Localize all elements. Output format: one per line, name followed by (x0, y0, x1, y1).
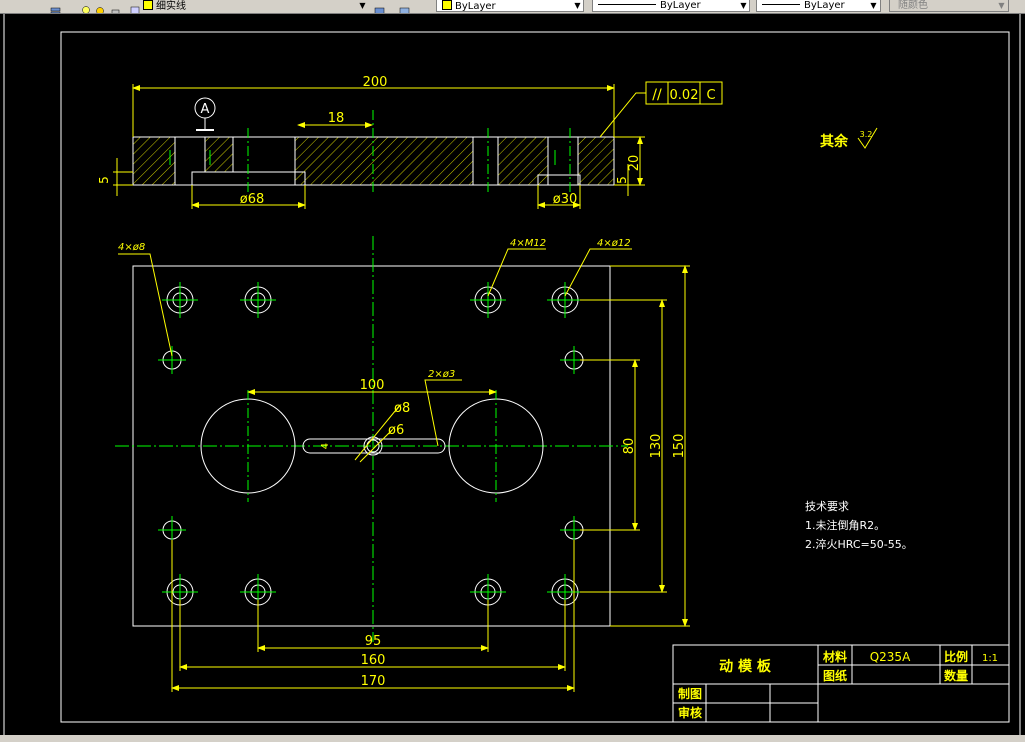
sun-icon[interactable] (95, 1, 106, 13)
bulb-icon[interactable] (81, 1, 92, 13)
dim-150: 150 (672, 434, 687, 459)
center-dimensions: 100 ø8 ø6 4 (247, 378, 497, 463)
linetype-dropdown-arrow[interactable]: ▼ (740, 1, 747, 10)
layer-name: 细实线 (156, 1, 186, 12)
callout-4xphi8: 4×ø8 (118, 242, 145, 253)
dim-170: 170 (361, 674, 386, 689)
layer-color-icon[interactable] (130, 1, 141, 13)
tech-notes-title: 技术要求 (805, 500, 849, 513)
linetype-control[interactable] (592, 0, 750, 12)
right-dimensions: 80 130 150 (580, 265, 690, 627)
section-hatch-3 (295, 137, 473, 185)
properties-toolbar: 细实线 ▼ ByLayer ▼ ByLayer ▼ ByLayer ▼ 随颜色 … (0, 0, 1025, 14)
linetype-value: ByLayer (660, 0, 701, 11)
tech-notes-line1: 1.未注倒角R2。 (805, 518, 885, 532)
layer-dropdown[interactable]: 细实线 (143, 0, 368, 13)
layer-properties-icon[interactable] (50, 1, 61, 13)
section-view (132, 110, 615, 195)
title-scale-value: 1:1 (982, 653, 998, 664)
dim-5-left: 5 (97, 176, 111, 184)
plotstyle-dropdown: 随颜色 (898, 0, 928, 13)
lineweight-dropdown[interactable]: ByLayer (762, 0, 845, 13)
layer-lock-icon[interactable] (110, 1, 121, 13)
technical-requirements: 技术要求 1.未注倒角R2。 2.淬火HRC=50-55。 (805, 500, 913, 551)
top-dimensions: 200 18 ø68 ø30 20 5 5 (97, 75, 645, 209)
dim-130: 130 (649, 434, 664, 459)
tech-notes-line2: 2.淬火HRC=50-55。 (805, 537, 913, 551)
plotstyle-control (889, 0, 1009, 12)
sprue-circle-outer (363, 436, 383, 456)
geometric-tolerance-frame: // 0.02 C (599, 81, 723, 138)
drawing-canvas[interactable]: 200 18 ø68 ø30 20 5 5 A // 0.02 C (0, 14, 1025, 735)
status-bar (0, 735, 1025, 742)
plotstyle-dropdown-arrow: ▼ (998, 1, 1005, 10)
dim-80: 80 (622, 438, 637, 455)
roughness-value: 3.2 (860, 130, 873, 139)
title-drawn-label: 制图 (678, 686, 702, 701)
runner-slot (302, 438, 446, 454)
title-checked-label: 审核 (678, 705, 702, 720)
title-material-value: Q235A (870, 650, 911, 664)
dim-95: 95 (365, 634, 382, 649)
dim-phi6: ø6 (388, 423, 404, 438)
title-material-label: 材料 (822, 649, 847, 664)
title-drawing-label: 图纸 (823, 668, 847, 683)
tolerance-symbol: // (652, 87, 662, 103)
plotstyle-value: 随颜色 (898, 0, 928, 11)
lineweight-control[interactable] (756, 0, 881, 12)
layer-previous-icon[interactable] (399, 1, 410, 13)
dim-160: 160 (361, 653, 386, 668)
callout-4xphi12: 4×ø12 (597, 238, 631, 249)
surface-roughness-note: 其余 3.2 (820, 127, 878, 150)
dim-phi68: ø68 (240, 192, 265, 207)
section-hatch-2 (205, 137, 233, 172)
dim-200: 200 (363, 75, 388, 90)
plan-view (115, 236, 628, 642)
section-hatch-1 (133, 137, 175, 185)
color-swatch (442, 0, 452, 10)
lineweight-value: ByLayer (804, 0, 845, 11)
lineweight-sample (762, 4, 800, 5)
dim-20: 20 (627, 155, 642, 172)
dim-4: 4 (320, 443, 331, 449)
callout-4xM12: 4×M12 (510, 238, 546, 249)
layer-dropdown-arrow[interactable]: ▼ (359, 1, 366, 10)
tolerance-datum: C (706, 88, 715, 103)
roughness-note-text: 其余 (820, 133, 849, 150)
color-dropdown[interactable]: ByLayer (442, 0, 496, 13)
datum-symbol: A (194, 97, 216, 131)
dim-phi8: ø8 (394, 401, 410, 416)
linetype-dropdown[interactable]: ByLayer (598, 0, 701, 13)
title-part-name: 动 模 板 (719, 658, 772, 675)
linetype-sample (598, 4, 656, 5)
title-block: 动 模 板 材料 Q235A 比例 1:1 图纸 数量 制图 审核 (672, 644, 1010, 723)
dim-100: 100 (360, 378, 385, 393)
title-quantity-label: 数量 (944, 668, 968, 683)
hole-callouts: 4×ø8 4×M12 4×ø12 2×ø3 (118, 238, 632, 447)
callout-2xphi3: 2×ø3 (428, 369, 455, 380)
section-hatch-4 (498, 137, 548, 185)
color-control[interactable] (436, 0, 584, 12)
dim-phi30: ø30 (553, 192, 578, 207)
color-dropdown-arrow[interactable]: ▼ (574, 1, 581, 10)
layer-color-swatch (143, 0, 153, 10)
tolerance-value: 0.02 (670, 88, 699, 103)
bottom-dimensions: 95 160 170 (171, 540, 575, 692)
dim-5-right: 5 (615, 176, 629, 184)
lineweight-dropdown-arrow[interactable]: ▼ (870, 1, 877, 10)
make-current-icon[interactable] (374, 1, 385, 13)
datum-label: A (201, 102, 210, 117)
dim-18: 18 (328, 111, 345, 126)
drawing-frame (60, 31, 1010, 723)
section-hatch-5 (578, 137, 614, 185)
title-scale-label: 比例 (944, 649, 968, 664)
color-value: ByLayer (455, 1, 496, 12)
